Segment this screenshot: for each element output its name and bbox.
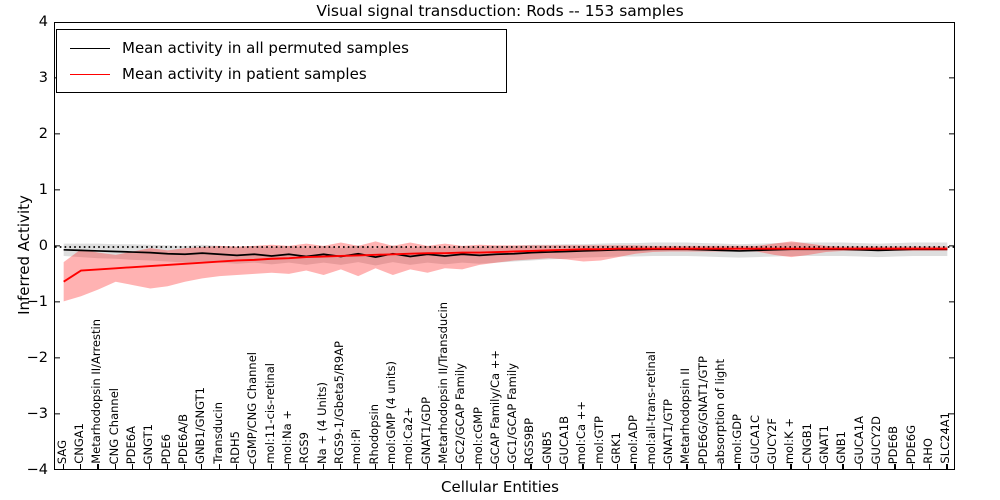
y-tick-mark: [54, 413, 60, 415]
y-tick-label: 2: [38, 126, 48, 142]
y-tick-mark-right: [949, 189, 955, 191]
y-tick-label: 3: [38, 70, 48, 86]
y-tick-label: −1: [26, 294, 48, 310]
y-tick-mark-right: [949, 413, 955, 415]
plot-canvas: [55, 23, 956, 469]
y-tick-label: −2: [26, 350, 48, 366]
y-tick-label: 4: [38, 14, 48, 30]
y-tick-mark-right: [949, 245, 955, 247]
x-axis-label: Cellular Entities: [441, 478, 559, 496]
patient-mean-line: [63, 247, 948, 283]
y-tick-label: −3: [26, 406, 48, 422]
legend-item-permuted: Mean activity in all permuted samples: [66, 35, 497, 61]
y-tick-mark-right: [949, 77, 955, 79]
y-tick-label: 0: [38, 238, 48, 254]
legend-swatch-patient: [70, 73, 110, 75]
y-tick-mark-right: [949, 133, 955, 135]
y-tick-mark-right: [949, 301, 955, 303]
legend: Mean activity in all permuted samples Me…: [56, 29, 507, 93]
series-canvas: [55, 241, 956, 302]
y-tick-label: 1: [38, 182, 48, 198]
y-tick-mark-right: [949, 357, 955, 359]
y-tick-mark: [54, 301, 60, 303]
y-tick-mark: [54, 133, 60, 135]
y-tick-label: −4: [26, 462, 48, 478]
y-tick-mark: [54, 189, 60, 191]
y-tick-mark: [54, 357, 60, 359]
y-axis-label: Inferred Activity: [15, 195, 33, 315]
y-tick-mark: [54, 245, 60, 247]
chart-title: Visual signal transduction: Rods -- 153 …: [316, 2, 684, 20]
patient-confidence-band: [63, 241, 948, 302]
legend-label-permuted: Mean activity in all permuted samples: [122, 39, 409, 57]
legend-item-patient: Mean activity in patient samples: [66, 61, 497, 87]
legend-swatch-permuted: [70, 47, 110, 49]
legend-label-patient: Mean activity in patient samples: [122, 65, 367, 83]
